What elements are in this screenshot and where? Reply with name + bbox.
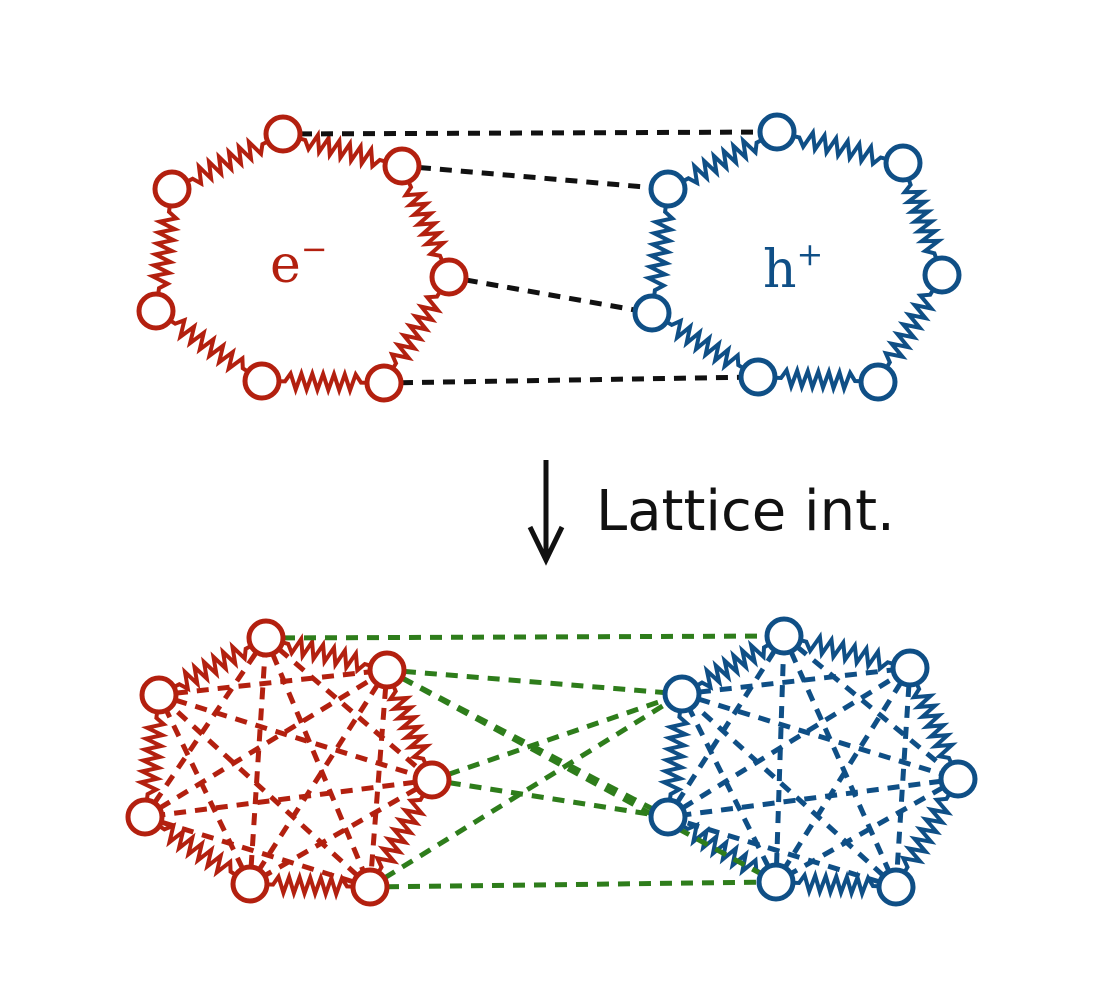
hole-spring xyxy=(899,792,954,874)
electron-bead xyxy=(246,618,286,658)
bead-layer xyxy=(125,112,978,907)
hole-bead xyxy=(876,867,916,907)
interaction-layer xyxy=(152,129,947,890)
electron-bead xyxy=(230,864,270,904)
interaction-line xyxy=(299,129,761,137)
electron-bead xyxy=(367,650,407,690)
lattice-interaction-line xyxy=(386,879,760,890)
hole-internal-line xyxy=(692,703,886,878)
electron-spring xyxy=(266,870,354,901)
hole-spring xyxy=(665,317,745,372)
hole-internal-line xyxy=(795,644,947,771)
electron-internal-line xyxy=(277,647,421,771)
hole-spring xyxy=(882,288,937,369)
hole-internal-line xyxy=(788,650,892,873)
hole-internal-line xyxy=(697,696,943,777)
hole-spring xyxy=(681,821,763,877)
interaction-line xyxy=(418,164,652,191)
hole-spring xyxy=(695,639,771,691)
lattice-interaction-line xyxy=(448,780,652,817)
electron-internal-line xyxy=(160,819,355,885)
electron-bead xyxy=(139,675,179,715)
electron-spring xyxy=(146,205,181,295)
electron-spring xyxy=(134,711,169,801)
electron-bead xyxy=(152,169,192,209)
hole-internal-line xyxy=(683,819,881,885)
electron-internal-line xyxy=(368,686,389,871)
lattice-interaction-line xyxy=(282,633,768,641)
hole-internal-line xyxy=(789,785,945,876)
hole-bead xyxy=(756,862,796,902)
hole-bead xyxy=(890,648,930,688)
electron-bead xyxy=(412,760,452,800)
electron-spring xyxy=(169,316,249,374)
hole-spring xyxy=(799,631,895,673)
hole-bead xyxy=(938,759,978,799)
lattice-interaction-line xyxy=(447,697,667,777)
electron-internal-line xyxy=(263,786,419,878)
lattice-interaction-label: Lattice int. xyxy=(596,479,895,544)
hole-spring xyxy=(682,135,763,187)
electron-internal-line xyxy=(257,682,380,872)
hole-bead xyxy=(858,362,898,402)
hole-bead xyxy=(648,169,688,209)
electron-internal-line xyxy=(161,779,416,818)
hole-label: h+ xyxy=(763,235,823,300)
hole-bead xyxy=(764,616,804,656)
hole-bead xyxy=(883,143,923,183)
electron-spring xyxy=(401,180,450,263)
hole-spring xyxy=(900,178,945,260)
interaction-line xyxy=(465,277,636,313)
electron-bead xyxy=(382,146,422,186)
hole-internal-line xyxy=(782,681,904,869)
electron-internal-line xyxy=(270,652,366,873)
electron-bead xyxy=(350,867,390,907)
lattice-interaction-line xyxy=(400,675,763,877)
hole-spring xyxy=(642,205,677,297)
hole-bead xyxy=(648,797,688,837)
electron-spring xyxy=(278,367,368,397)
hole-spring xyxy=(792,869,880,900)
electron-bead xyxy=(429,257,469,297)
electron-spring xyxy=(386,684,433,766)
hole-bead xyxy=(662,674,702,714)
electron-bead xyxy=(136,291,176,331)
electron-bead xyxy=(364,363,404,403)
lattice-interaction-line xyxy=(403,668,666,696)
electron-spring xyxy=(281,633,372,675)
electron-spring xyxy=(298,129,387,171)
electron-spring xyxy=(173,641,252,693)
electron-bead xyxy=(125,797,165,837)
hole-spring xyxy=(657,710,692,801)
hole-bead xyxy=(757,112,797,152)
electron-bead xyxy=(263,114,303,154)
electron-spring xyxy=(158,822,237,878)
electron-spring xyxy=(373,793,428,874)
hole-spring xyxy=(910,682,958,765)
hole-spring xyxy=(774,364,862,395)
hole-internal-line xyxy=(675,648,777,805)
hole-internal-line xyxy=(774,652,786,866)
hole-internal-line xyxy=(684,778,942,818)
hole-bead xyxy=(632,293,672,333)
hole-bead xyxy=(738,357,778,397)
electron-internal-line xyxy=(164,709,245,870)
hole-spring xyxy=(793,127,887,168)
spring-layer xyxy=(134,127,958,901)
hole-internal-line xyxy=(687,708,771,868)
hole-bead xyxy=(922,255,962,295)
electron-bead xyxy=(242,361,282,401)
electron-internal-line xyxy=(152,650,259,805)
electron-internal-line xyxy=(248,654,268,868)
electron-spring xyxy=(388,290,444,370)
hole-internal-line xyxy=(698,667,894,695)
interaction-line xyxy=(400,374,742,386)
electron-label: e− xyxy=(270,230,328,295)
electron-internal-line xyxy=(175,669,371,696)
down-arrow-icon xyxy=(527,460,565,566)
hole-internal-line xyxy=(894,684,912,871)
electron-spring xyxy=(186,136,269,188)
lattice-interaction-line xyxy=(383,700,669,881)
